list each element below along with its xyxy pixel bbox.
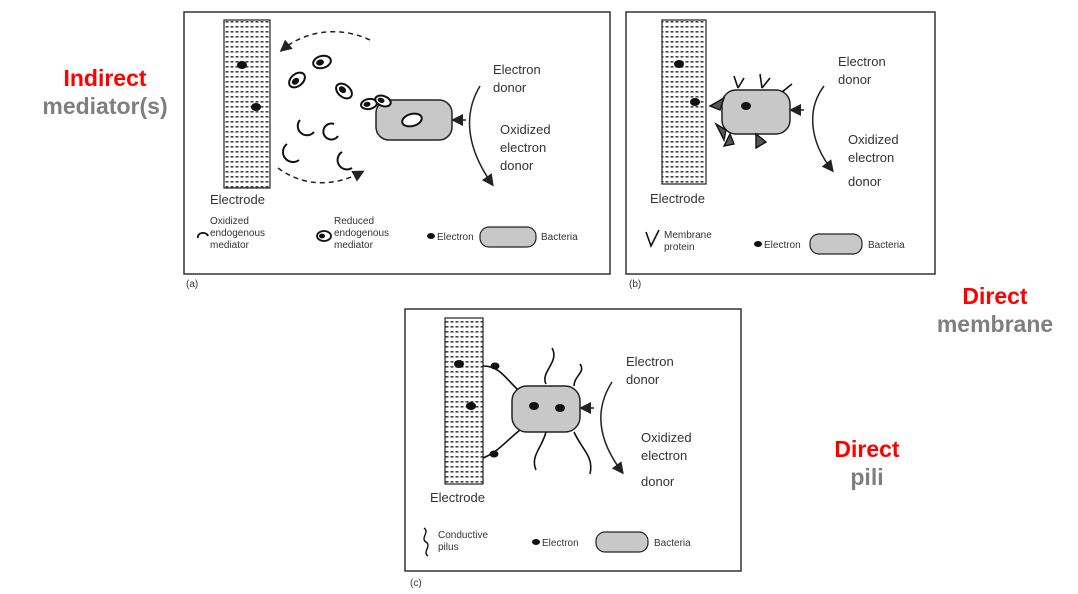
panel-c-pilus [482, 429, 521, 459]
panel-a-legend-reduced-icon [316, 230, 332, 242]
panel-c-pilus [573, 431, 592, 475]
panel-a-reduced-mediator [335, 82, 353, 100]
panel-a-reduced-mediator [312, 54, 332, 70]
panel-a-oxidized-mediator [282, 143, 300, 163]
panel-a-legend-electron-label: Electron [437, 232, 474, 243]
panel-a-electrode-label: Electrode [210, 192, 265, 207]
panel-c-legend-bacteria-label: Bacteria [654, 538, 691, 549]
panel-b-membrane-protein [733, 75, 745, 89]
panel-c-legend-electron-icon [532, 539, 540, 545]
panel-a-cycle-arrow-top [279, 30, 371, 52]
panel-b-bacterium-electron [741, 102, 751, 110]
panel-b-electrode-label: Electrode [650, 191, 705, 206]
panel-a-electron [251, 103, 261, 111]
panel-c-electrode-label: Electrode [430, 490, 485, 505]
panel-b-legend-protein-icon [645, 229, 660, 249]
panel-c-electron [454, 360, 464, 368]
panel-b-membrane-protein [781, 83, 793, 93]
panel-a-legend-bacteria-icon [479, 226, 537, 248]
panel-a-oxidation-arrow [468, 85, 494, 187]
panel-a-oxidized-mediator [322, 122, 339, 141]
panel-c-tag: (c) [410, 578, 422, 589]
panel-c-pilus [482, 365, 521, 393]
panel-c-pilus [533, 431, 547, 471]
panel-c-oxidation-arrow [600, 381, 624, 475]
panel-c-electron [466, 402, 476, 410]
panel-c-pilus-electron [490, 362, 500, 370]
panel-a-legend-bacteria-label: Bacteria [541, 232, 578, 243]
panel-c-electrode [444, 317, 484, 485]
annotation-direct-pili: Direct pili [792, 435, 942, 491]
panel-b-bacterium [721, 89, 791, 135]
panel-a-oxidized-mediator [336, 151, 353, 171]
panel-a-oxidized-mediator [296, 119, 315, 137]
panel-b-tag: (b) [629, 279, 641, 290]
panel-a-electron [237, 61, 247, 69]
panel-b-legend-electron-icon [754, 241, 762, 247]
panel-b-membrane-protein [708, 96, 726, 111]
panel-a-bacterium-mediator [401, 112, 423, 128]
panel-a-legend-electron-icon [427, 233, 435, 239]
panel-a-legend-oxidized-icon [196, 231, 209, 239]
panel-a-reduced-mediator [288, 71, 306, 89]
panel-b-legend-bacteria-label: Bacteria [868, 240, 905, 251]
panel-b-membrane-protein [714, 122, 727, 143]
panel-c-bacterium-electron [529, 402, 539, 410]
panel-c-bacterium [511, 385, 581, 433]
annotation-c-sub: pili [850, 464, 884, 490]
panel-b-oxidation-arrow [811, 85, 834, 173]
annotation-indirect-mediators: Indirect mediator(s) [0, 64, 210, 120]
panel-b-legend-electron-label: Electron [764, 240, 801, 251]
panel-b-membrane-protein [722, 132, 735, 147]
annotation-a-sub: mediator(s) [42, 93, 168, 119]
panel-c-legend-electron-label: Electron [542, 538, 579, 549]
annotation-b-label: Direct [962, 283, 1028, 309]
annotation-b-sub: membrane [936, 311, 1054, 337]
panel-b-membrane-protein [759, 73, 771, 89]
panel-b-electron [690, 98, 700, 106]
panel-b-legend-bacteria-icon [809, 233, 863, 255]
panel-c-legend-bacteria-icon [595, 531, 649, 553]
panel-c-pilus [573, 363, 583, 387]
panel-b-electron [674, 60, 684, 68]
panel-c-bacterium-electron [555, 404, 565, 412]
panel-a-electrode [223, 19, 271, 189]
annotation-a-label: Indirect [63, 65, 147, 91]
panel-a-bacterium-mediator [374, 94, 392, 108]
panel-c-pilus-electron [489, 450, 499, 458]
panel-a-cycle-arrow-bottom [277, 167, 365, 184]
panel-c-legend-pilus-icon [423, 527, 429, 557]
annotation-direct-membrane: Direct membrane [912, 282, 1078, 338]
panel-a-tag: (a) [186, 279, 198, 290]
panel-c-pilus [544, 347, 555, 385]
panel-b-membrane-protein [755, 132, 768, 150]
annotation-c-label: Direct [834, 436, 900, 462]
